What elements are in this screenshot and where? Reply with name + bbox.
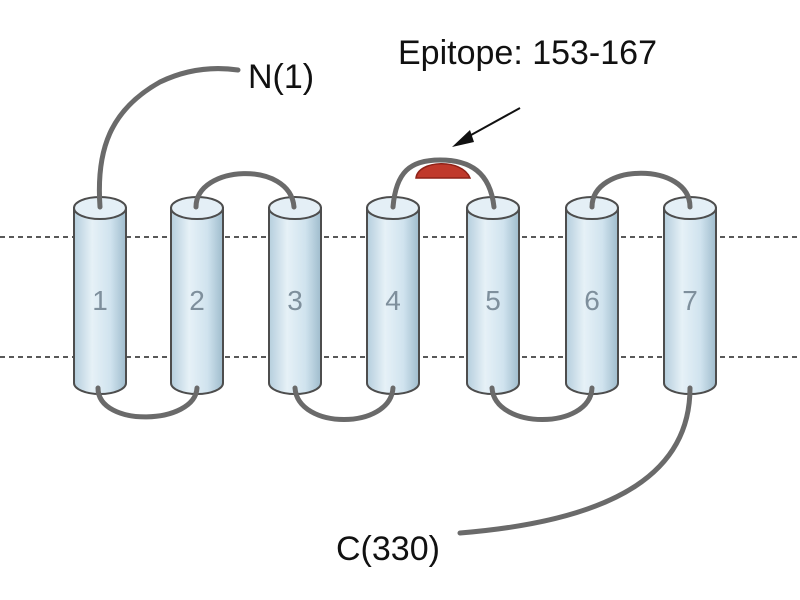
- helix-number-label: 1: [92, 285, 108, 316]
- helix-1: 1: [73, 196, 127, 395]
- helix-7: 7: [663, 196, 717, 395]
- intracellular-loop-2: [292, 385, 396, 422]
- helix-body: [565, 207, 619, 395]
- n-terminus-label: N(1): [248, 58, 314, 96]
- helix-5: 5: [466, 196, 520, 395]
- helix-number-label: 3: [287, 285, 303, 316]
- intracellular-loop-3: [489, 385, 595, 422]
- intracellular-loop-1: [95, 385, 200, 420]
- epitope-marker: [415, 163, 472, 179]
- epitope-arrow: [461, 107, 521, 141]
- helix-body: [73, 207, 127, 395]
- helix-number-label: 4: [385, 285, 401, 316]
- helix-group: 1 2 3 4 5 6 7: [73, 196, 717, 395]
- helix-number-label: 5: [485, 285, 501, 316]
- helix-number-label: 2: [189, 285, 205, 316]
- extracellular-loop-2: [390, 157, 497, 210]
- helix-6: 6: [565, 196, 619, 395]
- helix-2: 2: [170, 196, 224, 395]
- helix-body: [366, 207, 420, 395]
- helix-number-label: 6: [584, 285, 600, 316]
- epitope-label: Epitope: 153-167: [398, 34, 657, 72]
- n-terminal-tail: [96, 66, 241, 210]
- c-terminal-tail: [457, 385, 693, 536]
- helix-3: 3: [268, 196, 322, 395]
- extracellular-loop-1: [193, 171, 297, 210]
- extracellular-loop-3: [589, 170, 693, 210]
- helix-body: [170, 207, 224, 395]
- helix-4: 4: [366, 196, 420, 395]
- c-terminus-label: C(330): [336, 530, 440, 568]
- helix-number-label: 7: [682, 285, 698, 316]
- epitope-arrowhead: [452, 130, 474, 147]
